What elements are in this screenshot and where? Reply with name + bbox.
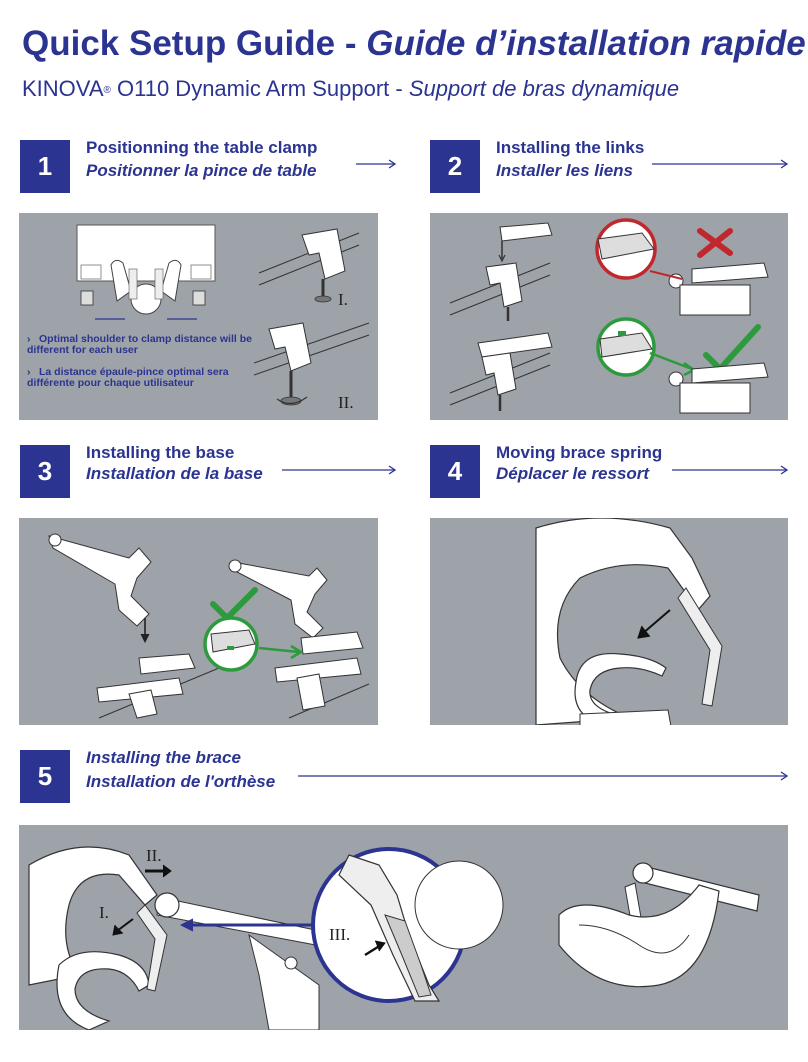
arrow-right-icon <box>652 159 789 169</box>
step-number-5: 5 <box>20 750 70 803</box>
step4-title-en: Moving brace spring <box>496 443 663 462</box>
step1-label-i: I. <box>338 290 348 309</box>
step4-illustration <box>430 518 788 725</box>
step2-title-en: Installing the links <box>496 138 645 157</box>
step1-label-ii: II. <box>338 393 354 412</box>
arrow-right-icon <box>282 465 397 475</box>
step4-title-fr: Déplacer le ressort <box>496 464 650 483</box>
product-subtitle: KINOVA® O110 Dynamic Arm Support - Suppo… <box>22 76 680 101</box>
step2-illustration <box>430 213 788 420</box>
step1-title-en: Positionning the table clamp <box>86 138 318 157</box>
step1-note-en: ›Optimal shoulder to clamp distance will… <box>27 333 252 356</box>
step5-title-fr: Installation de l'orthèse <box>86 772 276 791</box>
step5-title-en: Installing the brace <box>86 748 241 767</box>
step5-illustration: II. I. III. <box>19 825 788 1030</box>
step1-title-fr: Positionner la pince de table <box>86 161 317 180</box>
page-title: Quick Setup Guide - Guide d’installation… <box>22 24 806 63</box>
arrow-right-icon <box>672 465 789 475</box>
arrow-right-icon <box>356 159 397 169</box>
step-number-4: 4 <box>430 445 480 498</box>
step5-label-ii: II. <box>146 846 162 865</box>
step1-illustration: I. II. ›Optimal shoulder to clamp distan… <box>19 213 378 420</box>
step5-label-i: I. <box>99 903 109 922</box>
arrow-right-icon <box>298 771 789 781</box>
step-number-3: 3 <box>20 445 70 498</box>
step5-label-iii: III. <box>329 925 351 944</box>
step-number-2: 2 <box>430 140 480 193</box>
step3-title-en: Installing the base <box>86 443 235 462</box>
step1-note-fr: ›La distance épaule-pince optimal sera d… <box>27 366 229 389</box>
step3-title-fr: Installation de la base <box>86 464 263 483</box>
step2-title-fr: Installer les liens <box>496 161 634 180</box>
step3-illustration <box>19 518 378 725</box>
step-number-1: 1 <box>20 140 70 193</box>
